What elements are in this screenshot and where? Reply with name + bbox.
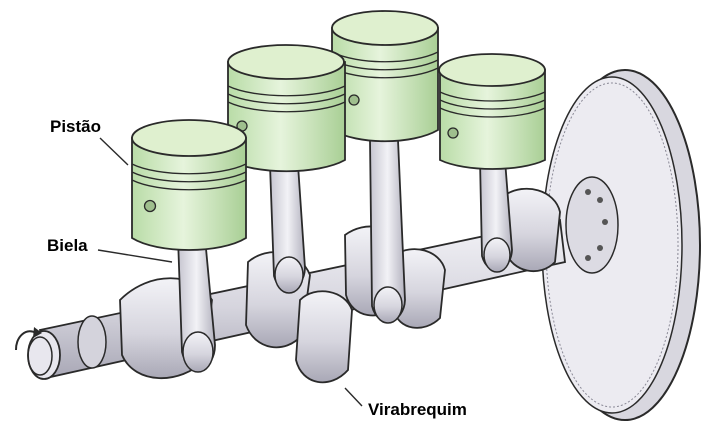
piston-3 xyxy=(332,11,438,141)
rod-label: Biela xyxy=(47,236,88,256)
piston-leader xyxy=(100,138,128,165)
crankshaft-leader xyxy=(345,388,362,406)
piston-1 xyxy=(132,120,246,250)
rod-leader xyxy=(98,250,172,262)
crankshaft-label: Virabrequim xyxy=(368,400,467,420)
piston-4 xyxy=(439,54,545,169)
flywheel xyxy=(542,70,700,420)
piston-label: Pistão xyxy=(50,117,101,137)
